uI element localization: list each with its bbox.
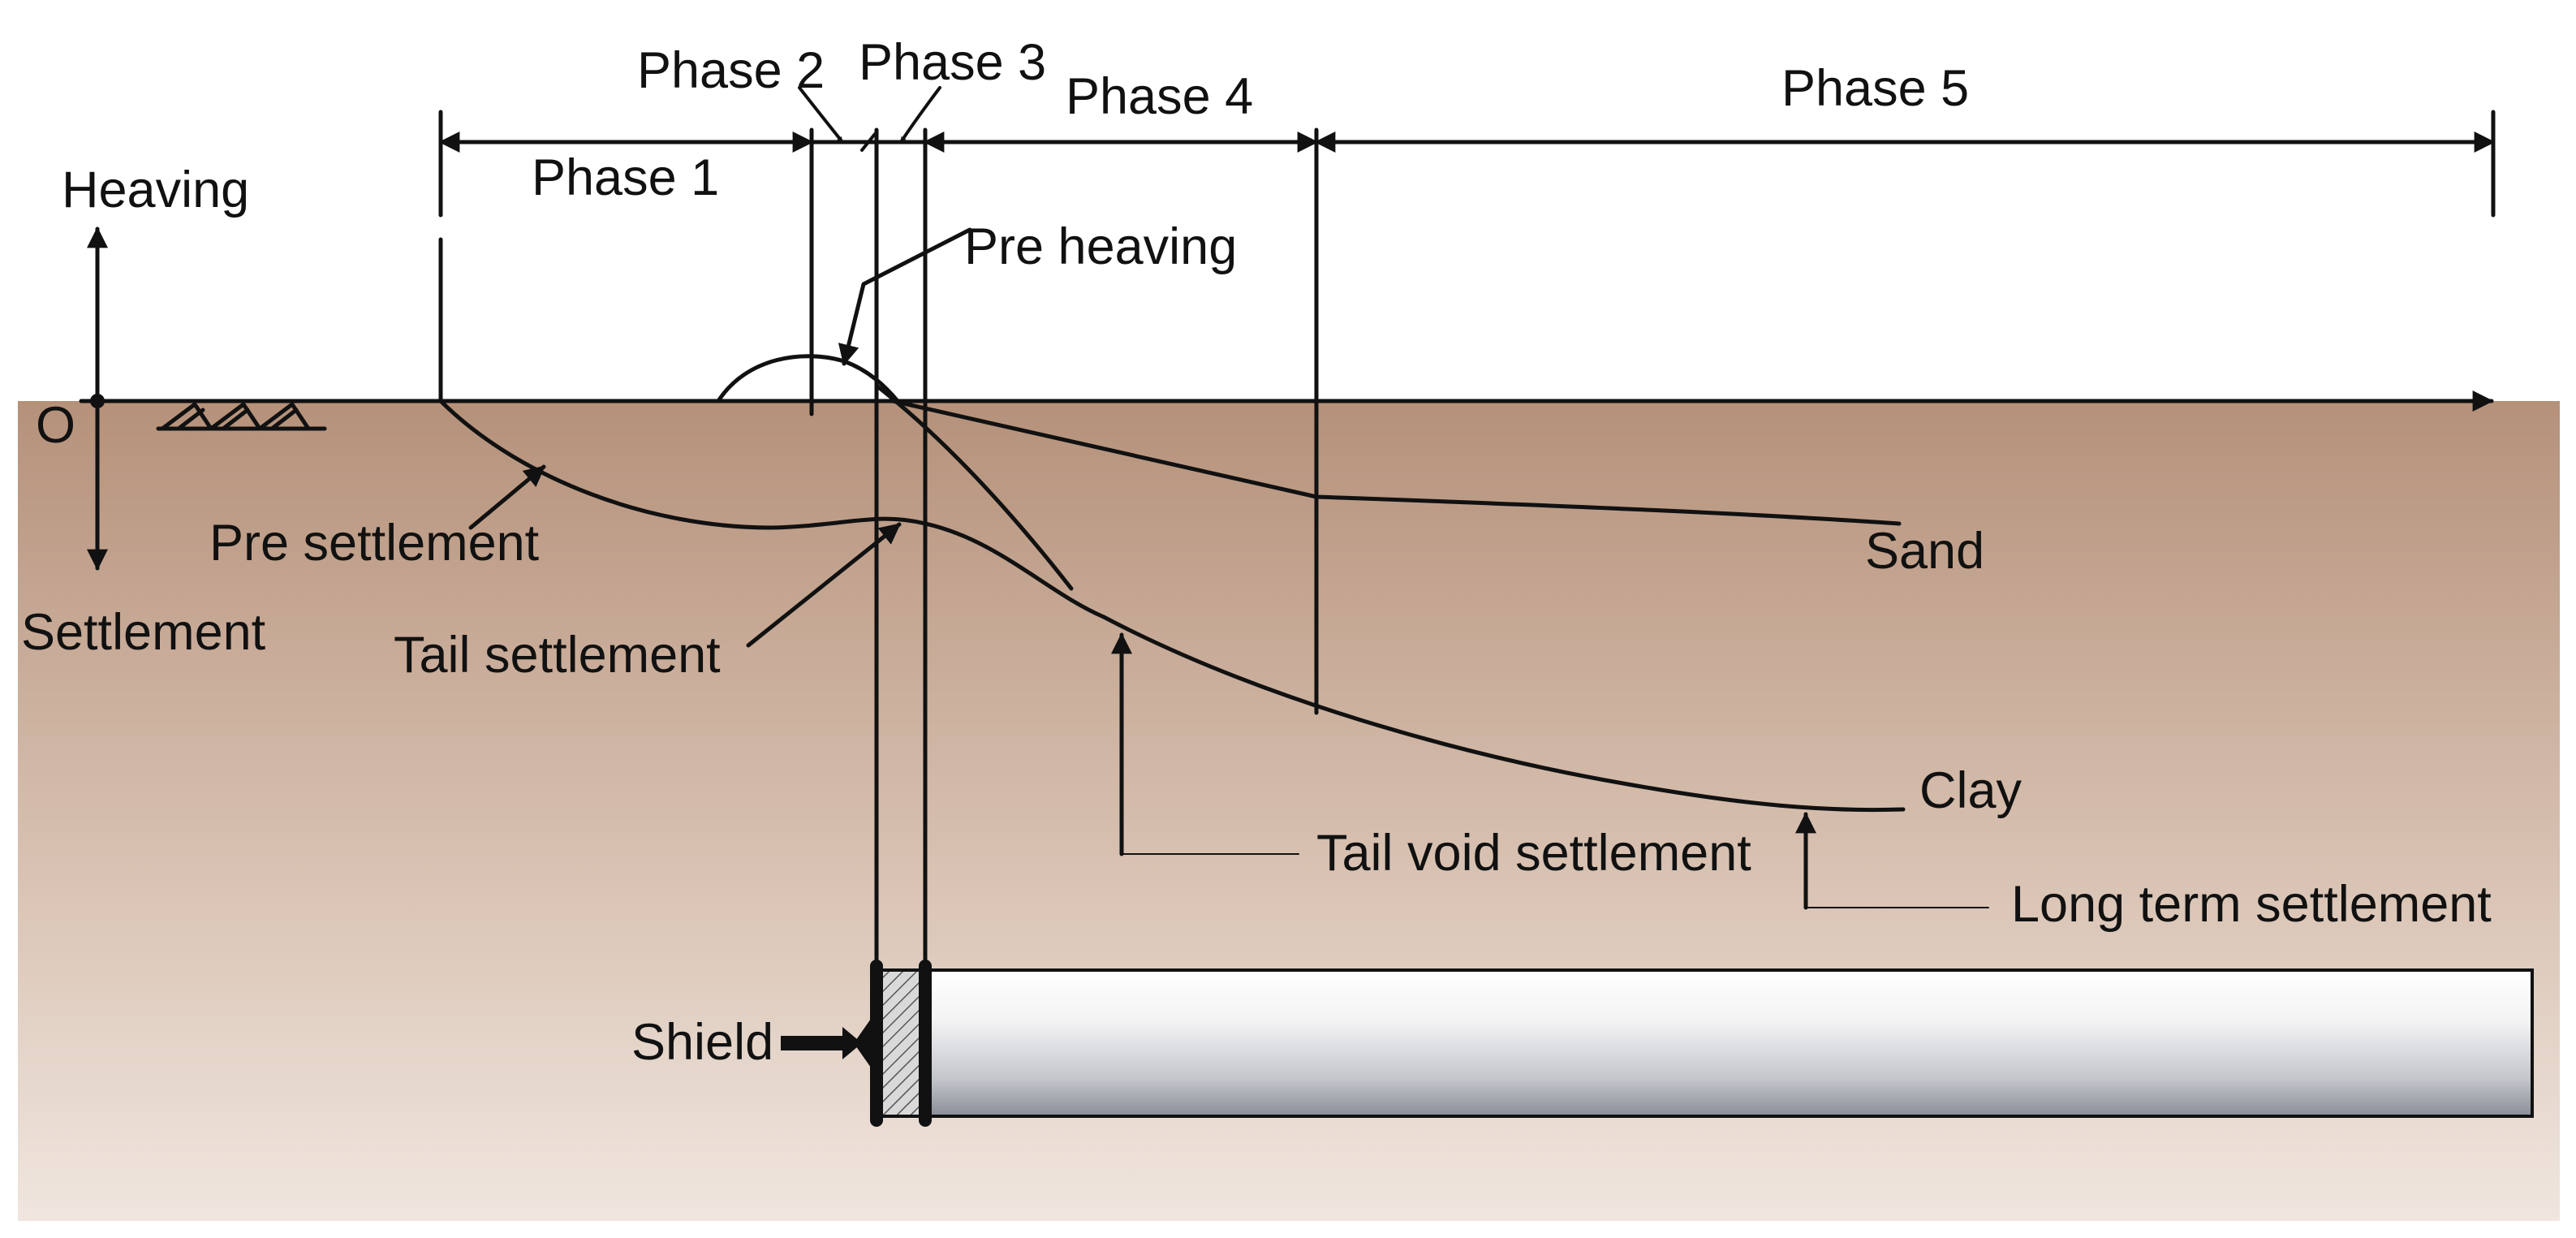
sand-settlement-curve — [890, 399, 1902, 526]
tail-settlement-arrow — [746, 522, 902, 648]
pre-settlement-label: Pre settlement — [209, 515, 540, 572]
clay-settlement-curve — [438, 399, 1906, 813]
pre-settlement-arrow — [468, 464, 546, 530]
settlement-label: Settlement — [21, 604, 266, 661]
shield-body — [875, 968, 927, 1118]
pre-heaving-leader-arrow — [838, 227, 972, 366]
pre-heaving-label: Pre heaving — [964, 218, 1237, 275]
clay-label: Clay — [1919, 762, 2022, 819]
shield-cutter-head — [854, 1011, 877, 1076]
tunnel-lining — [924, 968, 2534, 1118]
tail-steep-line — [874, 383, 1074, 591]
long-term-settlement-label: Long term settlement — [2011, 876, 2492, 933]
shield-label: Shield — [631, 1014, 773, 1071]
tail-void-settlement-label: Tail void settlement — [1316, 825, 1751, 882]
ground-hatch-icon — [156, 402, 327, 431]
phase-dimension — [438, 110, 2496, 218]
phase3-tick — [860, 132, 877, 152]
phase2-leader-arrow — [798, 86, 844, 144]
shield-pointer-head — [842, 1027, 862, 1059]
tail-settlement-label: Tail settlement — [394, 627, 721, 684]
heaving-label: Heaving — [62, 162, 249, 218]
pre-heaving-curve — [716, 354, 900, 403]
phase2-label: Phase 2 — [637, 42, 825, 99]
sand-label: Sand — [1865, 523, 1984, 580]
phase-boundaries — [438, 127, 1319, 968]
phase3-label: Phase 3 — [859, 34, 1046, 91]
phase5-label: Phase 5 — [1781, 60, 1969, 117]
origin-label: O — [36, 397, 75, 454]
phase1-label: Phase 1 — [532, 149, 719, 206]
phase4-label: Phase 4 — [1066, 68, 1253, 125]
shield-pointer-shaft — [781, 1036, 844, 1050]
phase3-leader-arrow — [899, 86, 941, 144]
